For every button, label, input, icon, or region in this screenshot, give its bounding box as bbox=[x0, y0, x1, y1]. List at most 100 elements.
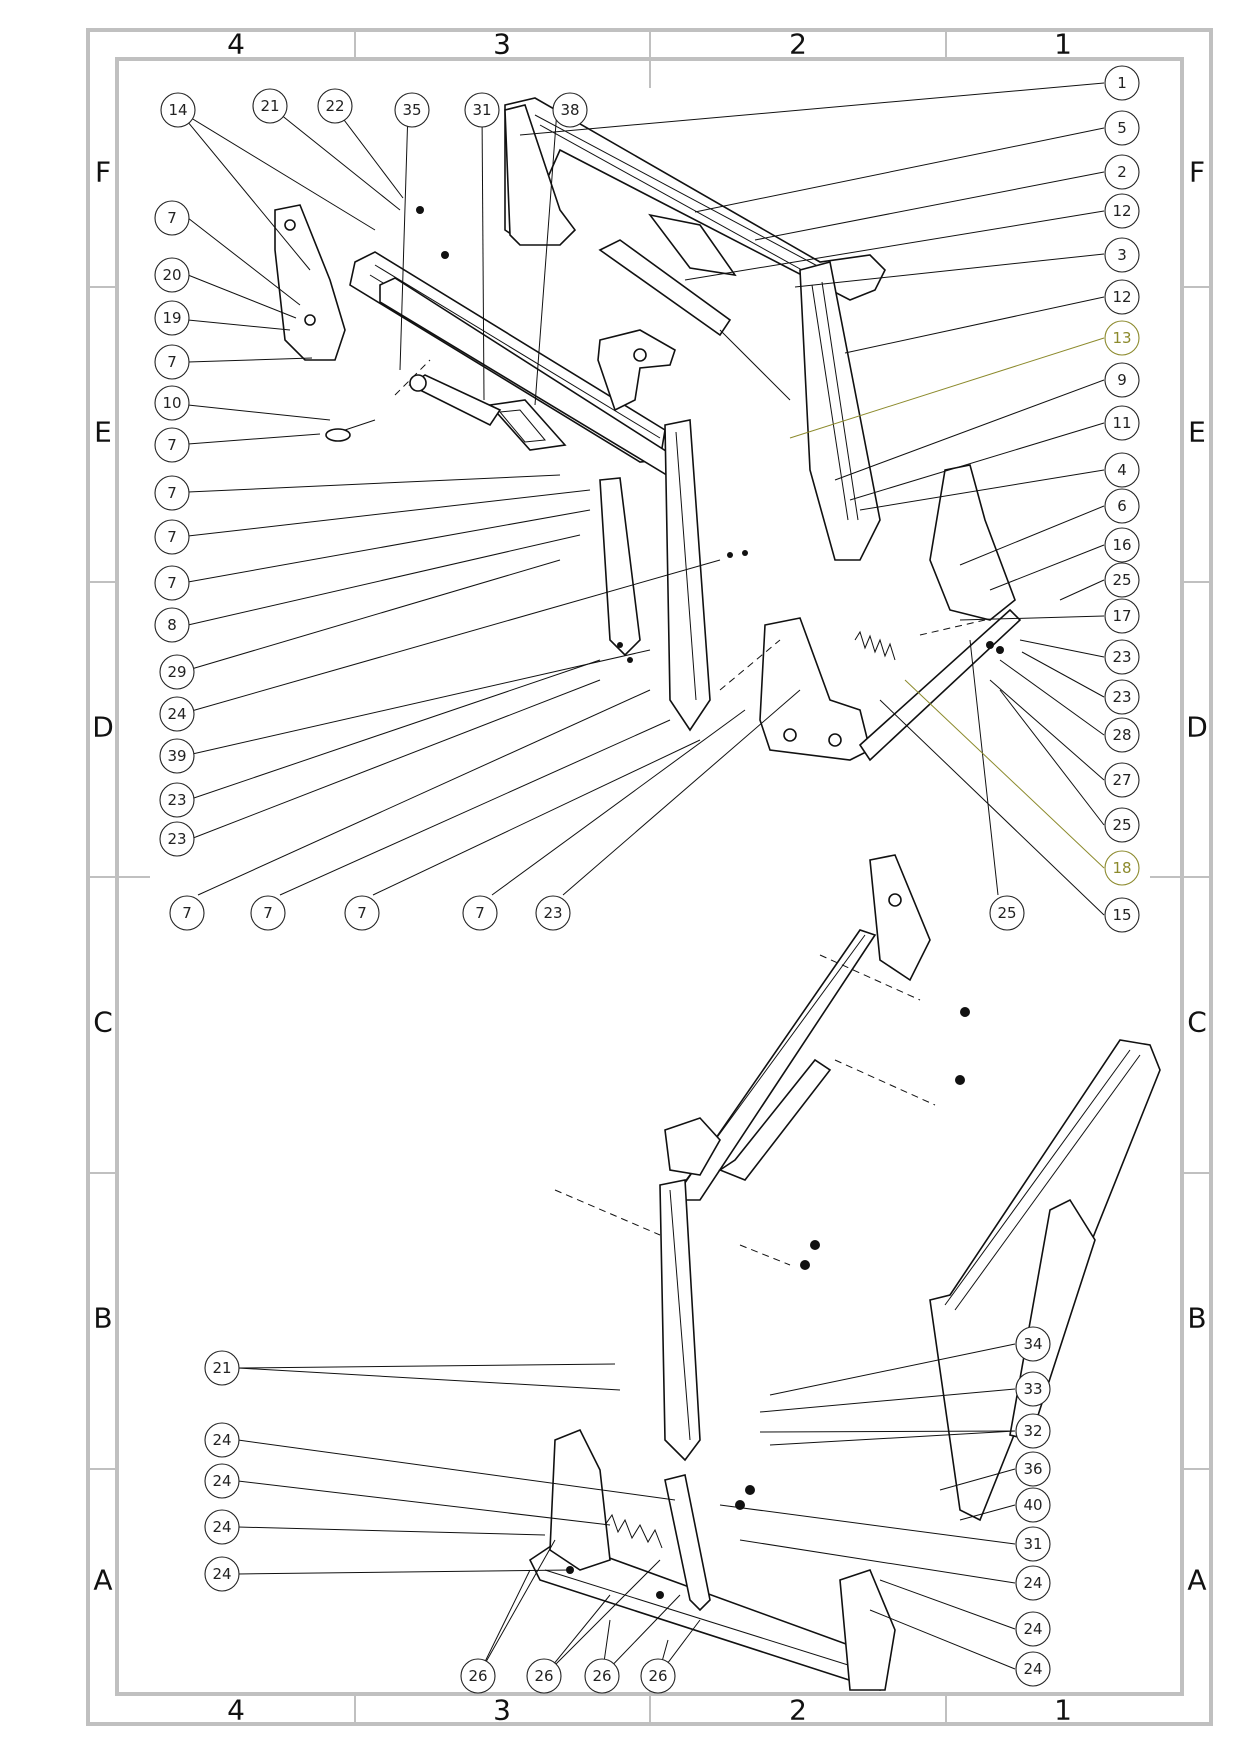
balloon: 7 bbox=[154, 344, 190, 380]
svg-text:23: 23 bbox=[1112, 688, 1131, 706]
zone-col-top-4: 4 bbox=[227, 28, 245, 61]
balloon: 36 bbox=[1015, 1451, 1051, 1487]
svg-text:28: 28 bbox=[1112, 726, 1131, 744]
balloon: 5 bbox=[1104, 110, 1140, 146]
balloon: 19 bbox=[154, 300, 190, 336]
svg-text:35: 35 bbox=[402, 101, 421, 119]
svg-text:2: 2 bbox=[1117, 163, 1127, 181]
balloon: 6 bbox=[1104, 488, 1140, 524]
balloon: 9 bbox=[1104, 362, 1140, 398]
svg-text:24: 24 bbox=[167, 705, 186, 723]
svg-text:4: 4 bbox=[1117, 461, 1127, 479]
balloon: 10 bbox=[154, 385, 190, 421]
balloon: 38 bbox=[552, 92, 588, 128]
svg-text:18: 18 bbox=[1112, 859, 1131, 877]
zone-row-right-B: B bbox=[1187, 1302, 1206, 1335]
balloon: 26 bbox=[584, 1658, 620, 1694]
svg-text:24: 24 bbox=[212, 1565, 231, 1583]
svg-text:7: 7 bbox=[167, 353, 177, 371]
svg-text:24: 24 bbox=[1023, 1574, 1042, 1592]
zone-row-right-F: F bbox=[1189, 156, 1205, 189]
balloon: 7 bbox=[250, 895, 286, 931]
svg-text:27: 27 bbox=[1112, 771, 1131, 789]
lower-spring bbox=[604, 1513, 663, 1549]
svg-text:15: 15 bbox=[1112, 906, 1131, 924]
svg-text:13: 13 bbox=[1112, 329, 1131, 347]
balloon: 2 bbox=[1104, 154, 1140, 190]
svg-text:12: 12 bbox=[1112, 288, 1131, 306]
balloon: 31 bbox=[464, 92, 500, 128]
svg-text:7: 7 bbox=[167, 209, 177, 227]
svg-text:36: 36 bbox=[1023, 1460, 1042, 1478]
balloon: 23 bbox=[159, 782, 195, 818]
svg-text:7: 7 bbox=[475, 904, 485, 922]
balloon: 32 bbox=[1015, 1413, 1051, 1449]
svg-text:1: 1 bbox=[1117, 74, 1127, 92]
upper-boom-plate-left bbox=[504, 104, 577, 246]
svg-text:9: 9 bbox=[1117, 371, 1127, 389]
svg-text:23: 23 bbox=[167, 791, 186, 809]
balloon: 31 bbox=[1015, 1526, 1051, 1562]
balloon: 26 bbox=[460, 1658, 496, 1694]
svg-text:8: 8 bbox=[167, 616, 177, 634]
balloon: 7 bbox=[154, 519, 190, 555]
upper-decal-left-inner bbox=[499, 409, 546, 443]
balloon: 24 bbox=[1015, 1565, 1051, 1601]
balloon: 25 bbox=[1104, 562, 1140, 598]
zone-row-left-F: F bbox=[95, 156, 111, 189]
balloon: 27 bbox=[1104, 762, 1140, 798]
balloon: 24 bbox=[204, 1463, 240, 1499]
balloon-highlighted: 13 bbox=[1104, 320, 1140, 356]
svg-text:7: 7 bbox=[167, 436, 177, 454]
balloon-highlighted: 18 bbox=[1104, 850, 1140, 886]
balloon: 7 bbox=[154, 427, 190, 463]
balloon: 21 bbox=[252, 88, 288, 124]
balloon: 24 bbox=[1015, 1611, 1051, 1647]
svg-text:7: 7 bbox=[167, 484, 177, 502]
balloon: 24 bbox=[204, 1556, 240, 1592]
svg-text:7: 7 bbox=[167, 574, 177, 592]
upper-hitch-pin bbox=[325, 428, 351, 442]
inner-border bbox=[115, 57, 1184, 1696]
balloon: 7 bbox=[154, 475, 190, 511]
svg-text:29: 29 bbox=[167, 663, 186, 681]
lower-right-foot bbox=[839, 1569, 896, 1691]
zone-row-left-D: D bbox=[92, 711, 114, 744]
balloon: 8 bbox=[154, 607, 190, 643]
balloon: 33 bbox=[1015, 1371, 1051, 1407]
svg-text:25: 25 bbox=[997, 904, 1016, 922]
balloon: 24 bbox=[204, 1509, 240, 1545]
svg-text:3: 3 bbox=[1117, 246, 1127, 264]
balloon: 34 bbox=[1015, 1326, 1051, 1362]
svg-text:23: 23 bbox=[1112, 648, 1131, 666]
balloon: 7 bbox=[344, 895, 380, 931]
balloon: 14 bbox=[160, 92, 196, 128]
svg-text:23: 23 bbox=[543, 904, 562, 922]
svg-text:5: 5 bbox=[1117, 119, 1127, 137]
svg-text:26: 26 bbox=[648, 1667, 667, 1685]
svg-text:7: 7 bbox=[357, 904, 367, 922]
svg-text:22: 22 bbox=[325, 97, 344, 115]
zone-row-right-C: C bbox=[1187, 1006, 1207, 1039]
balloon: 23 bbox=[1104, 639, 1140, 675]
upper-post-left-inner bbox=[599, 477, 641, 657]
balloon: 21 bbox=[204, 1350, 240, 1386]
svg-text:17: 17 bbox=[1112, 607, 1131, 625]
svg-text:34: 34 bbox=[1023, 1335, 1042, 1353]
upper-crossbar bbox=[858, 608, 1022, 762]
balloon: 3 bbox=[1104, 237, 1140, 273]
zone-row-left-A: A bbox=[93, 1564, 112, 1597]
svg-text:11: 11 bbox=[1112, 414, 1131, 432]
upper-post-left bbox=[664, 419, 711, 732]
svg-text:32: 32 bbox=[1023, 1422, 1042, 1440]
svg-text:7: 7 bbox=[167, 528, 177, 546]
zone-row-left-B: B bbox=[93, 1302, 112, 1335]
zone-col-bottom-1: 1 bbox=[1054, 1694, 1072, 1727]
svg-text:24: 24 bbox=[1023, 1620, 1042, 1638]
balloon: 12 bbox=[1104, 193, 1140, 229]
balloon: 29 bbox=[159, 654, 195, 690]
lower-left-bracket bbox=[549, 1428, 611, 1571]
balloon: 24 bbox=[159, 696, 195, 732]
balloon: 23 bbox=[535, 895, 571, 931]
balloon: 22 bbox=[317, 88, 353, 124]
